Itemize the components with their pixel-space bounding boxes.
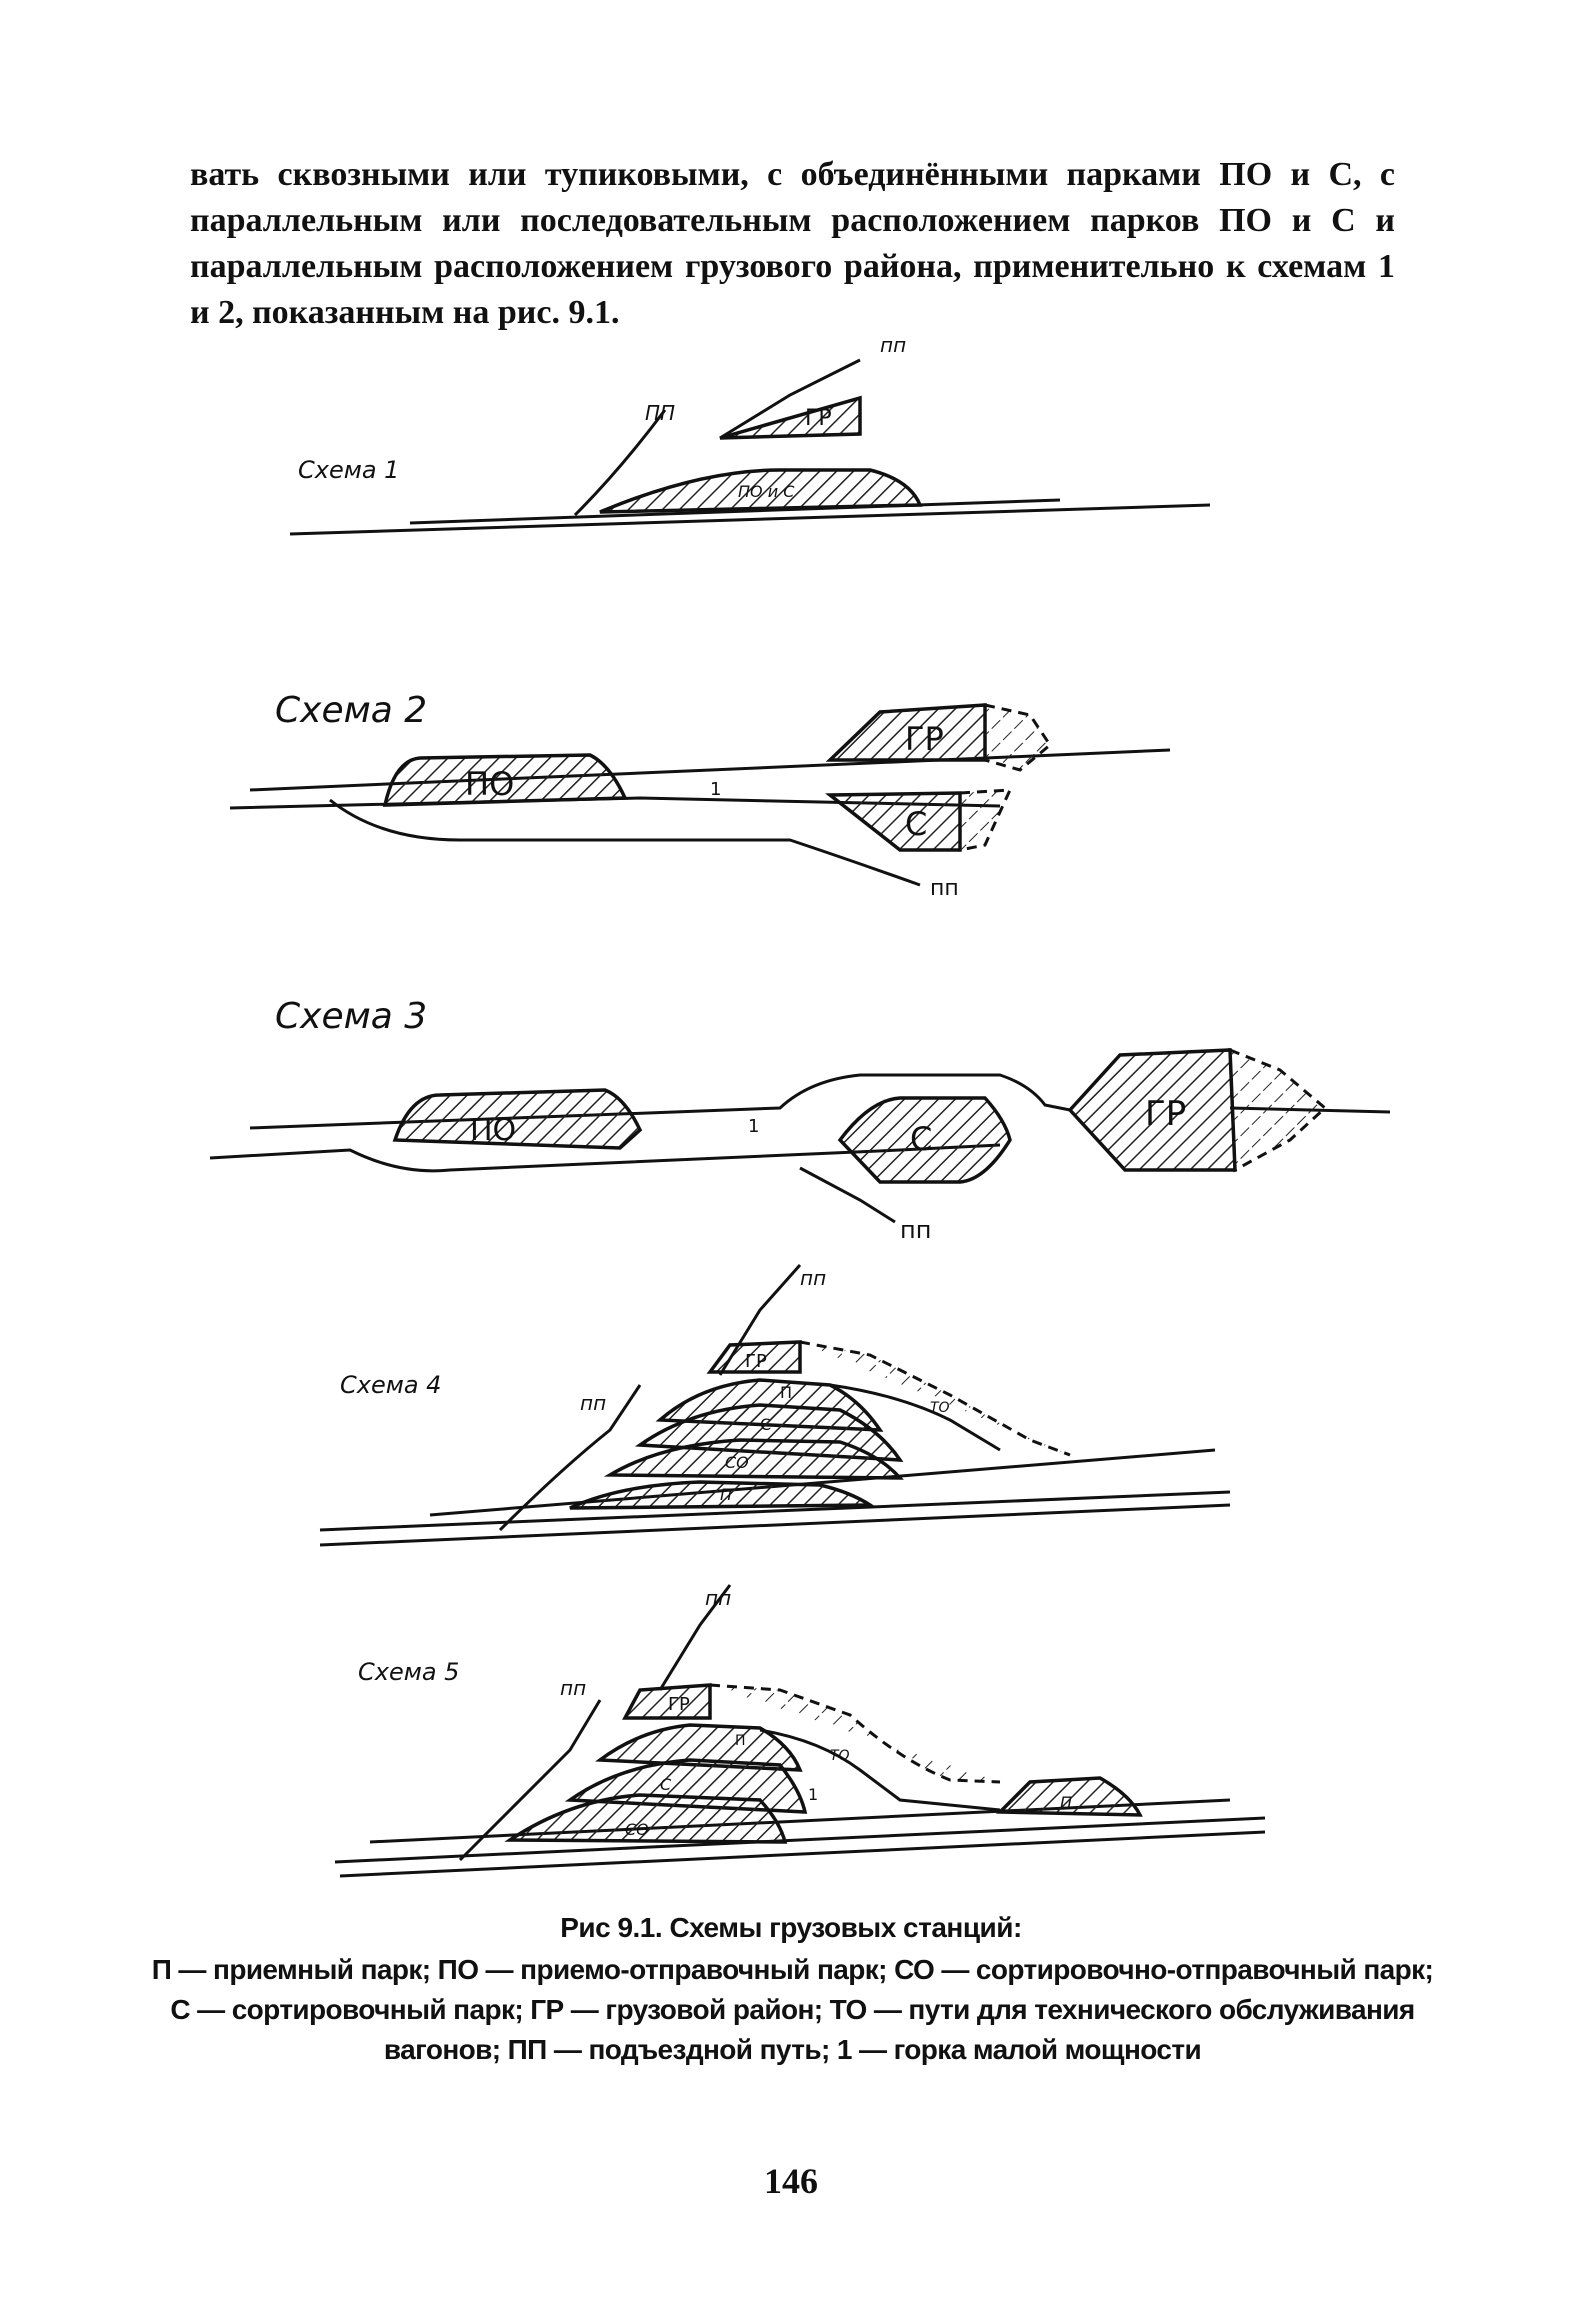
scheme-4-label-pp-right: пп [800,1266,826,1290]
scheme-5-label-so: СО [625,1820,649,1839]
scheme-2-park-s [825,791,962,852]
scheme-4-park-so [603,1438,904,1480]
scheme-3-track-lower [209,1143,1001,1173]
scheme-1-label-pos: ПО и С [738,482,795,501]
scheme-5-main-track-1 [334,1816,1266,1864]
scheme-1-label-gr: ГР [805,406,832,431]
scheme-3-label-pp: пп [900,1216,931,1244]
scheme-2-label-gr: ГР [905,720,944,758]
scheme-2-park-s-future [958,788,1013,852]
scheme-2-label-pp: пп [930,876,959,901]
scheme-5: Схема 5 ГР П С СО ТО П 1 пп пп [334,1584,1266,1878]
scheme-4-park-future [799,1340,1071,1457]
scheme-4-label-p-lower: П [720,1485,732,1504]
scheme-4-label-p-upper: П [780,1383,792,1402]
scheme-4-label-s: С [760,1415,771,1434]
scheme-4-park-p-lower [569,1480,876,1510]
scheme-3-track-upper [249,1073,1071,1130]
scheme-4-siding-right [718,1264,802,1376]
scheme-5-label-pp-left: пп [560,1676,586,1700]
scheme-4-label-pp-left: пп [580,1391,606,1415]
scheme-2-label-po: ПО [465,765,514,803]
scheme-2-label: Схема 2 [275,690,427,731]
body-paragraph: вать сквозными или тупиковыми, с объедин… [190,156,1395,331]
scheme-5-park-future [709,1683,1001,1784]
page-number: 146 [764,2161,818,2201]
scheme-5-label-p-upper: П [735,1733,746,1749]
scheme-2-park-gr-future [983,703,1052,772]
scheme-5-label-p-right: П [1060,1793,1072,1812]
scheme-1-park-gr [719,395,862,440]
figure-caption-body: П — приемный парк; ПО — приемо-отправочн… [151,1954,1434,2065]
scheme-4-label-so: СО [725,1453,749,1472]
scheme-4-to-track [829,1383,1001,1452]
scheme-3-siding [799,1166,896,1224]
scheme-4-main-track-2 [319,1503,1231,1547]
scheme-3-label-hump: 1 [748,1116,759,1137]
scheme-2-park-po [382,753,628,807]
scheme-4-main-track-1 [319,1490,1231,1532]
scheme-5-main-track-2 [339,1830,1266,1878]
figure-caption-title: Рис 9.1. Схемы грузовых станций: [560,1912,1022,1943]
scheme-5-siding-left [458,1699,602,1862]
scheme-3-park-gr-future [1228,1047,1328,1173]
scheme-1-main-track [289,503,1211,536]
scheme-5-park-so [504,1793,788,1844]
scheme-3-label-po: ПО [470,1113,516,1148]
scheme-1-siding-right [719,358,861,440]
scheme-3-label-gr: ГР [1145,1094,1186,1134]
scheme-1-main-track-2 [409,498,1061,525]
scheme-3-label-s: С [910,1120,932,1158]
scheme-2-track-bypass [329,798,921,887]
scheme-5-siding-right [658,1584,732,1691]
scheme-4-label-to: ТО [930,1400,950,1416]
scheme-3-label: Схема 3 [275,996,427,1037]
scheme-2-label-s: С [905,805,927,843]
scheme-5-label-hump: 1 [808,1785,818,1804]
scheme-5-label-to: ТО [830,1748,850,1764]
scheme-4-label: Схема 4 [340,1371,441,1399]
scheme-1-label-pp-left: ПП [645,401,675,425]
scheme-5-park-p-right [995,1776,1143,1817]
scheme-3-park-s [837,1096,1012,1184]
scheme-5-label-s: С [660,1775,672,1794]
scheme-4-main-track-3 [429,1448,1216,1517]
scheme-5-label-gr: ГР [668,1694,690,1715]
scheme-1-label: Схема 1 [298,456,399,484]
scheme-1-siding-left [573,409,667,517]
scheme-3-park-po [392,1088,643,1150]
scheme-5-park-p-upper [595,1723,803,1772]
scheme-5-to-track [759,1728,1001,1812]
scheme-5-label: Схема 5 [358,1658,459,1686]
scheme-3: Схема 3 ПО С ГР 1 пп [209,996,1391,1244]
scheme-1-label-pp-right: пп [880,333,906,357]
scheme-5-label-pp-right: пп [705,1586,731,1610]
scheme-2-label-hump: 1 [710,779,721,800]
scheme-4: Схема 4 ГР П С СО П ТО пп пп [319,1264,1231,1547]
scheme-1: Схема 1 ГР ПО и С ПП пп [289,333,1211,536]
scheme-4-siding-left [498,1384,642,1532]
scheme-1-park-po-s [599,468,923,514]
scheme-2: Схема 2 ПО ГР С 1 пп [229,690,1171,901]
scheme-4-label-gr: ГР [745,1351,767,1372]
